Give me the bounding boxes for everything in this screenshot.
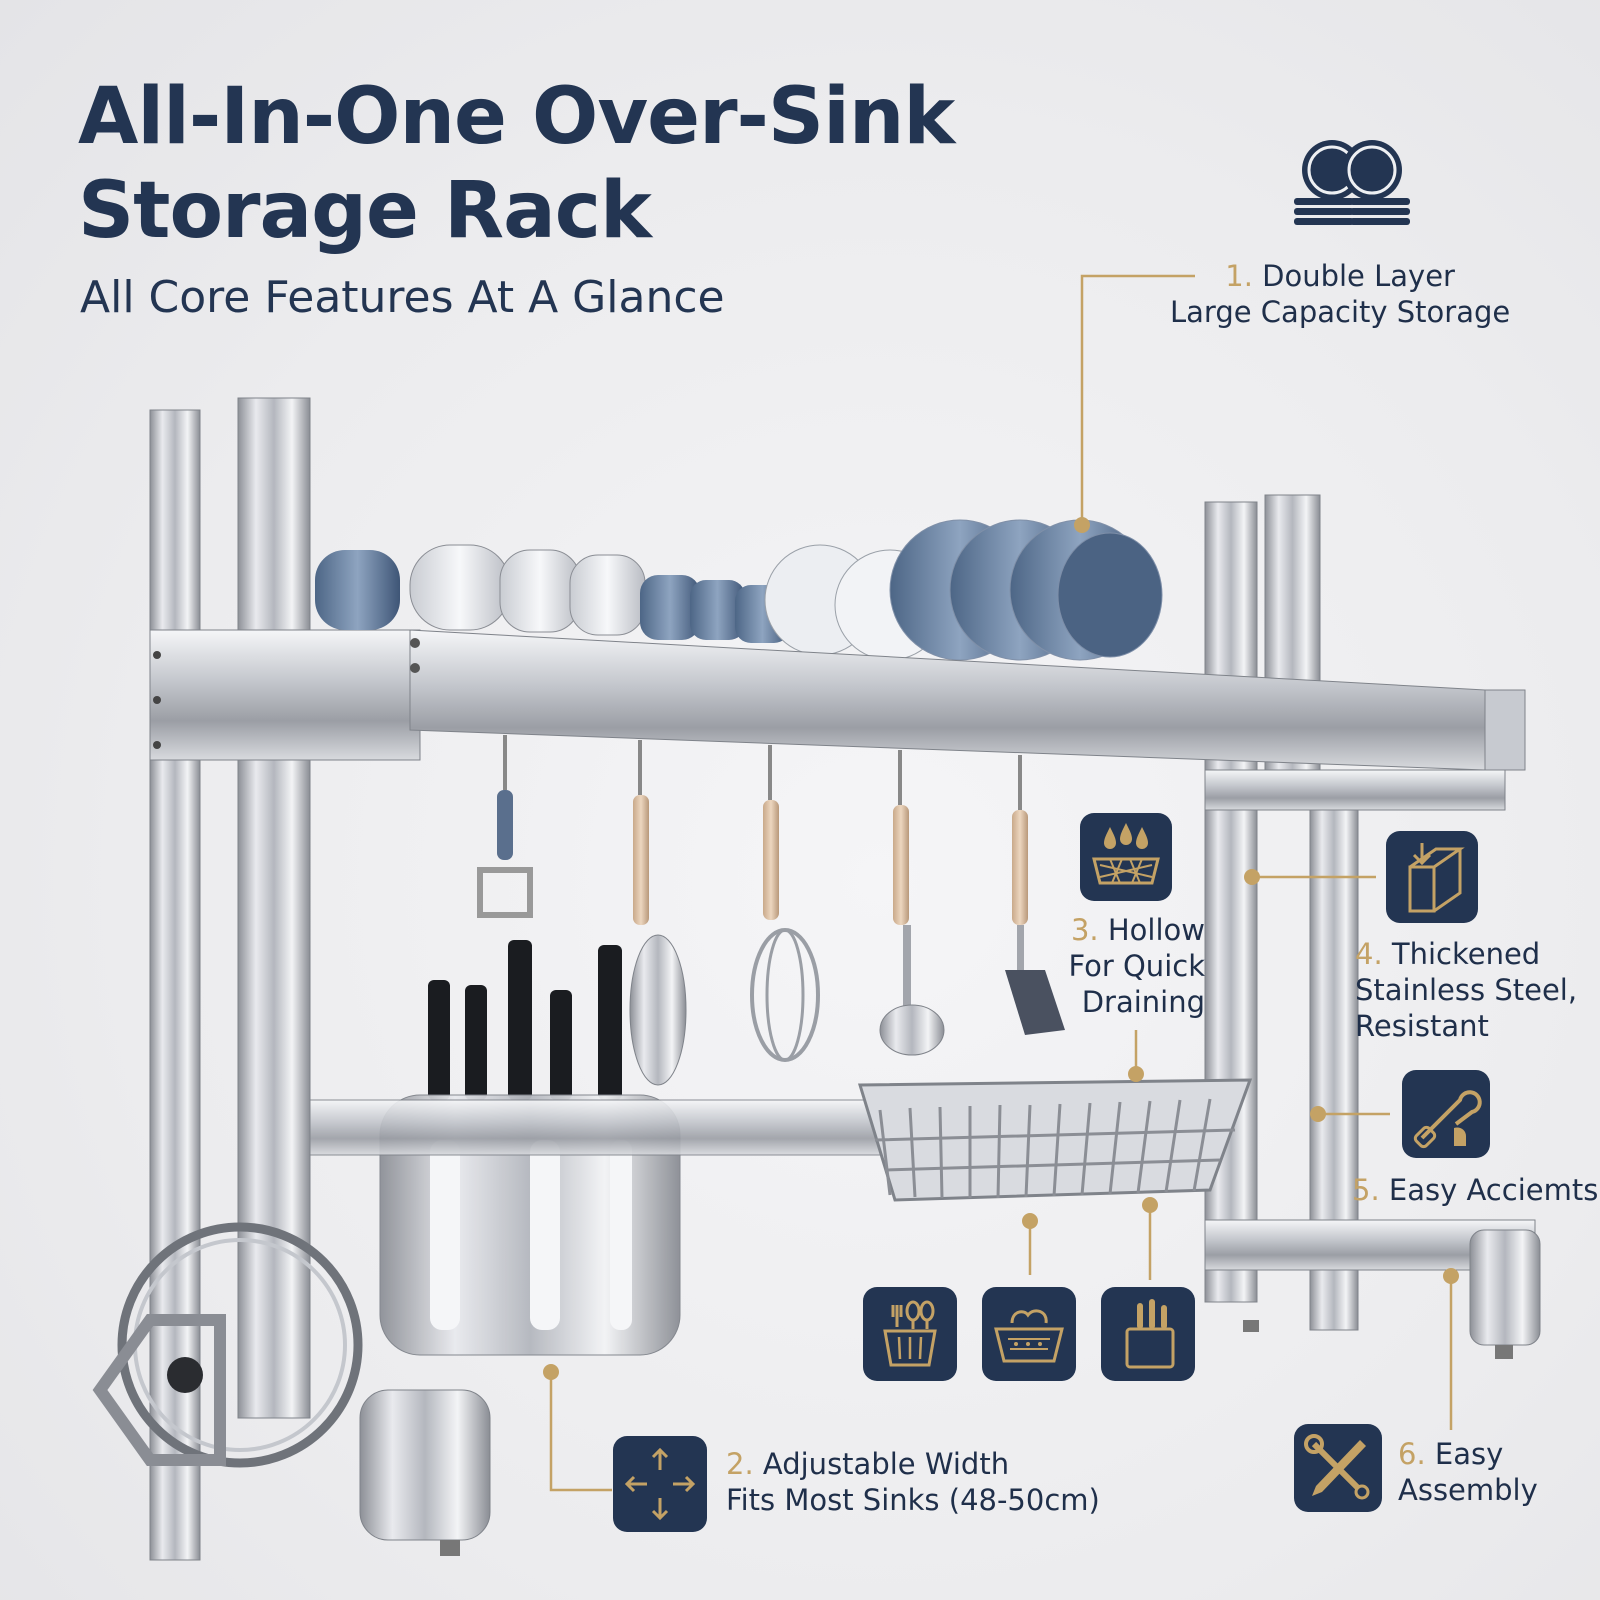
feature-4-callout: 4. Thickened Stainless Steel, Resistant — [1355, 936, 1577, 1044]
feature-6-callout: 6. Easy Assembly — [1398, 1436, 1538, 1508]
basket-icon — [982, 1287, 1076, 1381]
feature-1-line-2: Large Capacity Storage — [1170, 295, 1511, 329]
feature-4-line-1: Thickened — [1391, 937, 1541, 971]
cross-arrows-icon — [613, 1436, 707, 1532]
utensil-holder-icon — [863, 1287, 957, 1381]
feature-1-number: 1. — [1225, 259, 1253, 293]
feature-3-callout: 3. Hollow For Quick Draining — [1040, 912, 1205, 1020]
right-frame — [1204, 494, 1541, 1359]
feature-1-line-1: Double Layer — [1262, 259, 1455, 293]
dishes — [315, 519, 1163, 661]
callout-dots — [543, 517, 1459, 1380]
page-title: All-In-One Over-Sink Storage Rack — [78, 70, 955, 258]
feature-5-callout: 5. Easy Acciemts — [1352, 1172, 1598, 1208]
title-line-1: All-In-One Over-Sink — [78, 72, 955, 162]
drain-mesh-icon — [1080, 813, 1172, 901]
feature-6-number: 6. — [1398, 1437, 1426, 1471]
feature-6-line-2: Assembly — [1398, 1473, 1538, 1507]
callout-connectors — [549, 274, 1453, 1492]
left-frame — [149, 397, 421, 1561]
feature-3-line-2: For Quick — [1068, 949, 1205, 983]
pot-lid-holder — [92, 1222, 491, 1556]
feature-2-line-2: Fits Most Sinks (48-50cm) — [726, 1483, 1100, 1517]
feature-4-line-2: Stainless Steel, — [1355, 973, 1578, 1007]
feature-5-number: 5. — [1352, 1173, 1380, 1207]
steel-bar-icon — [1386, 831, 1478, 923]
feature-2-number: 2. — [726, 1447, 754, 1481]
hanging-utensils — [477, 735, 1065, 1086]
stacked-dishes-icon — [1294, 140, 1410, 225]
top-shelf-bar — [409, 629, 1526, 771]
wrench-screwdriver-icon — [1294, 1424, 1382, 1512]
feature-3-line-1: Hollow — [1107, 913, 1205, 947]
feature-6-line-1: Easy — [1434, 1437, 1504, 1471]
knife-holder — [379, 940, 681, 1356]
page-subtitle: All Core Features At A Glance — [80, 272, 725, 323]
title-line-2: Storage Rack — [78, 166, 652, 256]
feature-4-line-3: Resistant — [1355, 1009, 1489, 1043]
feature-2-callout: 2. Adjustable Width Fits Most Sinks (48-… — [726, 1446, 1100, 1518]
feature-3-line-3: Draining — [1081, 985, 1205, 1019]
feature-2-line-1: Adjustable Width — [762, 1447, 1010, 1481]
feature-3-number: 3. — [1070, 913, 1099, 947]
feature-5-line-1: Easy Acciemts — [1388, 1173, 1599, 1207]
feature-1-callout: 1. Double Layer Large Capacity Storage — [1170, 258, 1510, 330]
feature-4-number: 4. — [1355, 937, 1383, 971]
knife-block-icon — [1101, 1287, 1195, 1381]
tool-grip-icon — [1402, 1070, 1490, 1158]
draining-basket — [857, 1078, 1253, 1202]
